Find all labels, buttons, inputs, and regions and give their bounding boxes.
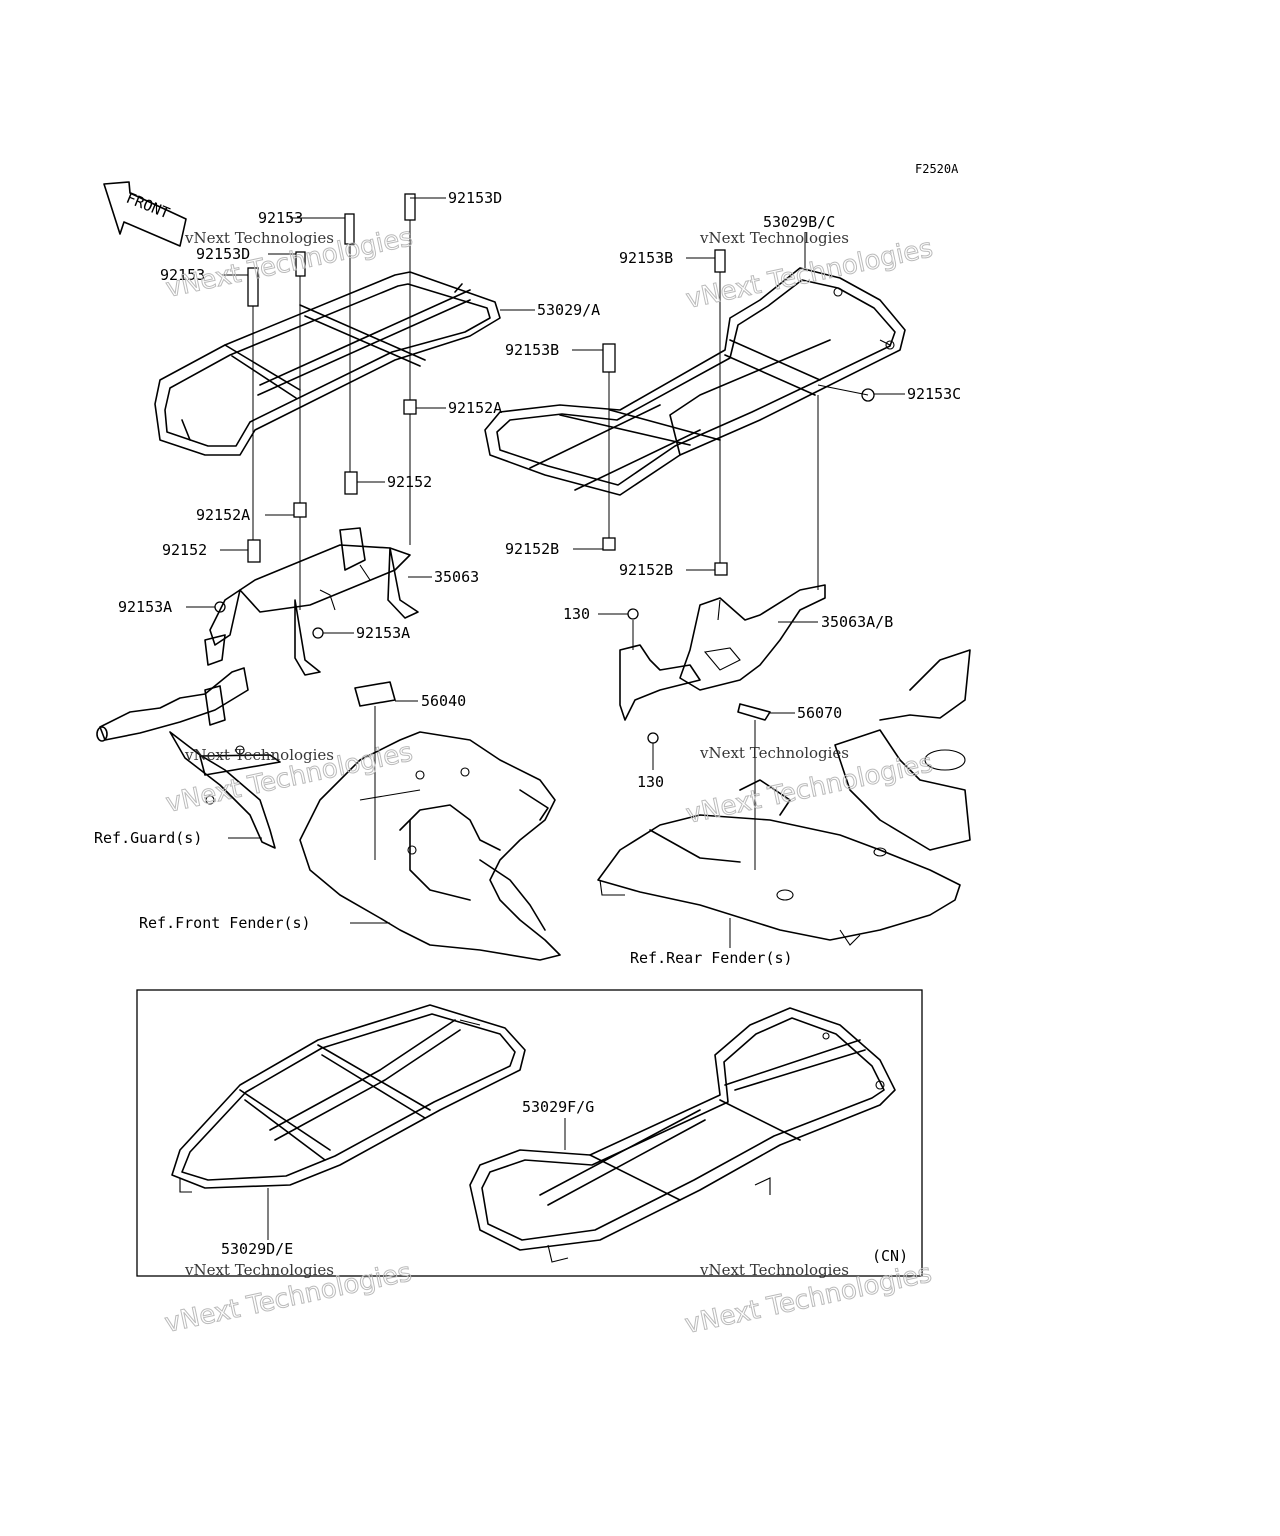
label-35063: 35063: [434, 568, 479, 586]
decal-56040: [354, 681, 396, 860]
bolt-92153a-b-icon: [312, 627, 324, 639]
front-fender: [299, 731, 561, 961]
front-bracket-35063: [209, 527, 419, 676]
label-92153b-b: 92153B: [505, 341, 559, 359]
rear-fender: [597, 649, 971, 946]
ref-guard: Ref.Guard(s): [94, 829, 202, 847]
watermark-small: vNext Technologies: [699, 229, 849, 247]
decal-56070: [737, 703, 771, 870]
label-56040: 56040: [421, 692, 466, 710]
label-leaders: [186, 197, 905, 948]
bolt-92153b-b-icon: [602, 343, 616, 373]
ref-rear-fender: Ref.Rear Fender(s): [630, 949, 793, 967]
collar-92152-a-icon: [344, 471, 358, 495]
rear-carrier-rack: [484, 267, 906, 496]
front-guard: [96, 634, 281, 849]
label-92152-a: 92152: [387, 473, 432, 491]
bolt-130-b-icon: [647, 732, 659, 744]
front-label: FRONT: [124, 189, 173, 223]
label-130-b: 130: [637, 773, 664, 791]
reference-labels: Ref.Guard(s) Ref.Front Fender(s) Ref.Rea…: [94, 829, 793, 967]
label-35063ab: 35063A/B: [821, 613, 893, 631]
label-92153-c: 92153: [160, 266, 205, 284]
label-92153-a: 92153: [258, 209, 303, 227]
rear-bracket-35063ab: [619, 584, 826, 721]
front-assembly-lines: [252, 220, 411, 610]
label-92152b-a: 92152B: [505, 540, 559, 558]
bolt-92153b-a-icon: [714, 249, 726, 273]
collar-92152b-b-icon: [714, 562, 728, 576]
label-92152a-a: 92152A: [448, 399, 502, 417]
label-92153a-b: 92153A: [356, 624, 410, 642]
bolt-130-a-icon: [627, 608, 639, 620]
label-92153c: 92153C: [907, 385, 961, 403]
cn-rear-rack: [469, 1007, 896, 1263]
label-92152-b: 92152: [162, 541, 207, 559]
label-92152b-b: 92152B: [619, 561, 673, 579]
watermark-small: vNext Technologies: [184, 746, 334, 764]
label-130-a: 130: [563, 605, 590, 623]
label-92153d-b: 92153D: [196, 245, 250, 263]
watermark-small: vNext Technologies: [184, 229, 334, 247]
watermark-small: vNext Technologies: [699, 744, 849, 762]
part-labels: 92153D 92153 92153D 92153 53029/A 92152A…: [118, 189, 961, 1265]
front-bolts: [214, 193, 417, 639]
label-92152a-b: 92152A: [196, 506, 250, 524]
label-53029bc: 53029B/C: [763, 213, 835, 231]
label-region-cn: (CN): [872, 1247, 908, 1265]
ref-front-fender: Ref.Front Fender(s): [139, 914, 311, 932]
watermark-small: vNext Technologies: [184, 1261, 334, 1279]
collar-92152a-a-icon: [403, 399, 417, 415]
label-92153d-top: 92153D: [448, 189, 502, 207]
collar-92152b-a-icon: [602, 537, 616, 551]
label-53029fg: 53029F/G: [522, 1098, 594, 1116]
label-56070: 56070: [797, 704, 842, 722]
watermark-small: vNext Technologies: [699, 1261, 849, 1279]
cn-variant-box: [136, 989, 923, 1277]
figure-code: F2520A: [915, 162, 959, 176]
label-53029a: 53029/A: [537, 301, 600, 319]
label-53029de: 53029D/E: [221, 1240, 293, 1258]
label-92153b-a: 92153B: [619, 249, 673, 267]
label-92153a-a: 92153A: [118, 598, 172, 616]
collar-92152-b-icon: [247, 539, 261, 563]
rear-assembly-lines: [608, 272, 869, 650]
cn-front-rack: [171, 1004, 526, 1240]
front-arrow-icon: FRONT: [103, 181, 187, 247]
collar-92152a-b-icon: [293, 502, 307, 518]
front-carrier-rack: [154, 271, 501, 456]
